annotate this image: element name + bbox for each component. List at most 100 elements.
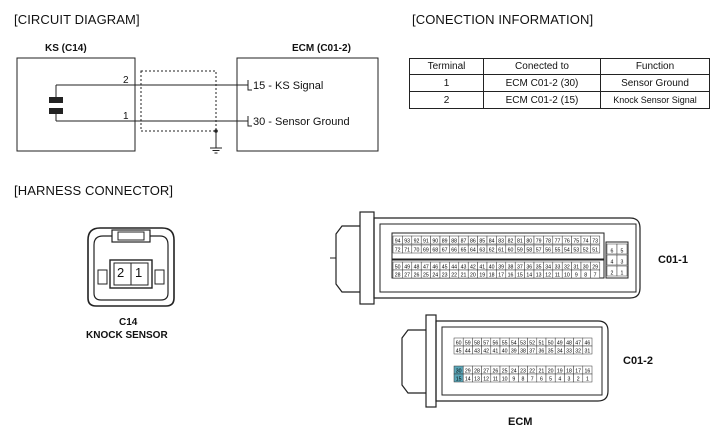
connector-pin-cell [462,345,473,355]
connector-pin-cell [486,244,497,254]
connector-pin-number: 18 [489,272,495,278]
connector-pin-number: 11 [493,376,498,382]
connector-pin-cell [571,244,582,254]
connector-pin-number: 20 [548,368,554,374]
ecm-box [236,57,379,152]
connector-pin-number: 41 [493,348,499,354]
connector-pin-number: 26 [493,368,499,374]
connector-pin-number: 52 [529,340,535,346]
connector-pin-cell [561,244,572,254]
connector-pin-number: 34 [545,264,551,270]
connector-pin-number: 2 [611,270,614,276]
connector-pin-number: 61 [498,247,504,253]
connector-pin-number: 38 [508,264,514,270]
connector-pin-cell [490,345,501,355]
connector-pin-cell [543,261,554,271]
connector-pin-cell [472,365,482,375]
connector-pin-cell [533,244,544,254]
c01-1-label: C01-1 [658,254,688,266]
connector-pin-cell [527,345,538,355]
connector-pin-number: 86 [470,238,476,244]
connector-pin-cell [508,373,519,383]
connector-pin-number: 45 [456,348,462,354]
connector-pin-cell [505,269,516,279]
connector-pin-number: 59 [465,340,471,346]
connector-pin-cell [477,244,488,254]
connector-pin-number: 27 [404,272,410,278]
connector-pin-number: 50 [548,340,554,346]
connector-pin-cell [616,243,628,255]
connector-pin-number: 89 [442,238,448,244]
connector-pin-cell [580,261,591,271]
connector-pin-cell [439,261,450,271]
connector-pin-number: 1 [621,270,624,276]
connector-pin-number: 5 [549,376,552,382]
connector-pin-number: 17 [575,368,581,374]
connector-pin-cell [420,244,431,254]
connector-pin-number: 65 [461,247,467,253]
cell-connected-to: ECM C01-2 (15) [483,91,601,109]
connector-pin-number: 59 [517,247,523,253]
circuit-diagram-heading: [CIRCUIT DIAGRAM] [14,12,140,27]
connector-pin-number: 94 [395,238,401,244]
header-terminal: Terminal [409,58,484,75]
connector-pin-cell [402,261,413,271]
connector-pin-cell [496,269,507,279]
connector-pin-number: 14 [465,376,471,382]
cell-function: Sensor Ground [600,74,710,92]
connector-pin-cell [536,345,547,355]
connector-pin-cell [490,337,501,347]
connector-pin-cell [449,244,460,254]
connector-pin-cell [518,373,528,383]
connector-pin-cell [571,235,582,245]
connector-pin-number: 39 [511,348,517,354]
connector-pin-number: 88 [451,238,457,244]
connector-pin-number: 40 [502,348,508,354]
wire-top-terminal-number: 2 [123,75,129,86]
connector-pin-number: 66 [451,247,457,253]
connector-pin-number: 25 [502,368,508,374]
connector-pin-number: 47 [423,264,429,270]
connector-pin-cell [582,365,593,375]
ecm-label: ECM [508,416,533,428]
connector-pin-cell [580,269,591,279]
connector-pin-cell [508,365,519,375]
connector-pin-cell [524,269,535,279]
connector-pin-number: 3 [621,259,624,265]
connector-pin-number: 56 [493,340,499,346]
connector-pin-cell [508,345,519,355]
connector-pin-cell [582,373,593,383]
connector-pin-number: 2 [577,376,580,382]
connector-pin-number: 12 [483,376,489,382]
connector-pin-number: 52 [583,247,589,253]
connector-pin-cell [552,244,563,254]
connector-pin-number: 18 [566,368,572,374]
connector-pin-cell [449,235,460,245]
connector-pin-number: 38 [520,348,526,354]
connector-pin-number: 67 [442,247,448,253]
connector-pin-cell [533,261,544,271]
connector-pin-cell [573,373,584,383]
connector-pin-cell [527,337,538,347]
connector-pin-cell [554,373,565,383]
connector-pin-cell [536,373,547,383]
connector-pin-cell [486,269,497,279]
connector-pin-cell [392,261,403,271]
connector-pin-number: 37 [529,348,535,354]
connector-pin-cell [467,244,478,254]
connector-pin-number: 51 [539,340,545,346]
connector-pin-number: 46 [432,264,438,270]
connector-pin-cell [449,261,460,271]
connector-pin-cell [514,269,525,279]
connector-pin-cell [496,235,507,245]
connector-pin-cell [543,269,554,279]
connector-pin-number: 21 [539,368,545,374]
connector-pin-number: 10 [502,376,508,382]
connector-pin-number: 4 [611,259,614,265]
connector-pin-cell [552,261,563,271]
connector-pin-number: 49 [557,340,563,346]
connector-pin-number: 60 [456,340,462,346]
connector-pin-number: 55 [555,247,561,253]
connector-pin-cell [606,265,618,277]
connector-pin-number: 60 [508,247,514,253]
